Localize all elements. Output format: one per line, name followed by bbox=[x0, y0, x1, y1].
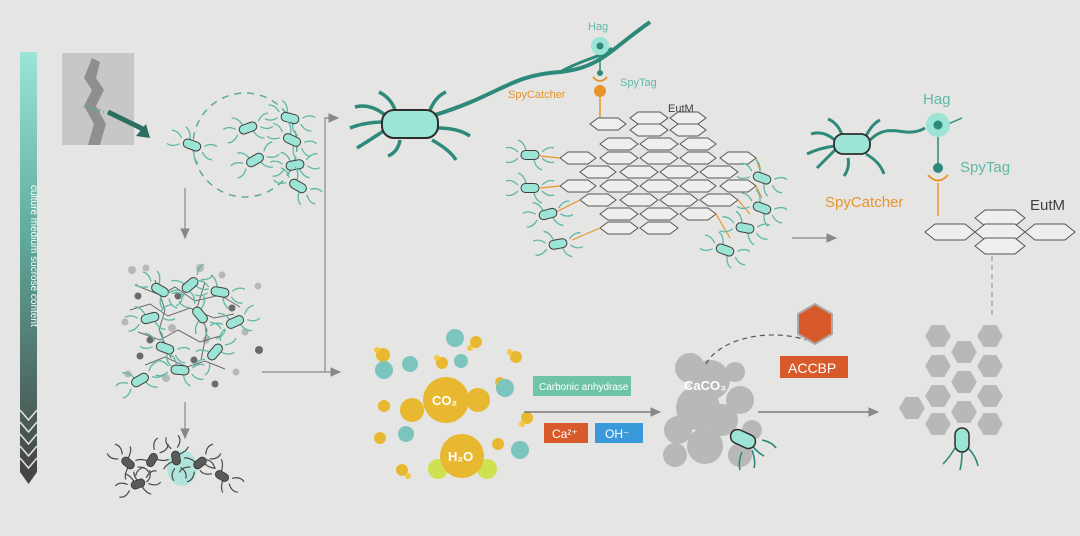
branch-connector bbox=[262, 118, 340, 372]
hag-label-middle: Hag bbox=[588, 21, 608, 33]
eutm-lattice-middle bbox=[560, 112, 756, 234]
reaction-step: Carbonic anhydrase Ca²⁺ OH⁻ bbox=[524, 376, 660, 443]
spytag-label-right: SpyTag bbox=[960, 159, 1010, 176]
co2-label: CO₂ bbox=[432, 393, 458, 408]
h2o-label: H₂O bbox=[448, 449, 473, 464]
caco3-precipitate: CaCO₃ bbox=[663, 353, 762, 467]
calcium-ion-label: Ca²⁺ bbox=[552, 427, 578, 441]
leaf-sample-image bbox=[62, 53, 150, 145]
hydroxide-ion-label: OH⁻ bbox=[605, 427, 629, 441]
spytag-label-middle: SpyTag bbox=[620, 77, 657, 89]
bacterium-on-honeycomb bbox=[943, 428, 978, 470]
engineered-bacterium-small bbox=[807, 119, 925, 176]
eutm-lattice-right bbox=[925, 210, 1075, 254]
mineral-honeycomb bbox=[898, 324, 1004, 436]
bacteria-colony-circle bbox=[164, 93, 326, 211]
accbp-molecule: ACCBP bbox=[780, 304, 848, 378]
reactant-cluster: CO₂ H₂O bbox=[374, 329, 533, 479]
enzyme-label: Carbonic anhydrase bbox=[539, 382, 629, 393]
dark-bacteria-group bbox=[102, 434, 248, 505]
spycatcher-label-middle: SpyCatcher bbox=[508, 89, 566, 101]
sucrose-axis-label: culture medium sucrose content bbox=[28, 185, 39, 327]
fusion-chain-top-middle: Hag SpyTag SpyCatcher EutM bbox=[508, 21, 694, 118]
accbp-label: ACCBP bbox=[788, 360, 836, 376]
sucrose-gradient-bar: culture medium sucrose content bbox=[20, 52, 39, 484]
caco3-label: CaCO₃ bbox=[684, 378, 726, 393]
spycatcher-label-right: SpyCatcher bbox=[825, 194, 903, 211]
dense-culture-cluster bbox=[112, 258, 263, 405]
eutm-label-right: EutM bbox=[1030, 197, 1065, 214]
hag-label-right: Hag bbox=[923, 91, 951, 108]
